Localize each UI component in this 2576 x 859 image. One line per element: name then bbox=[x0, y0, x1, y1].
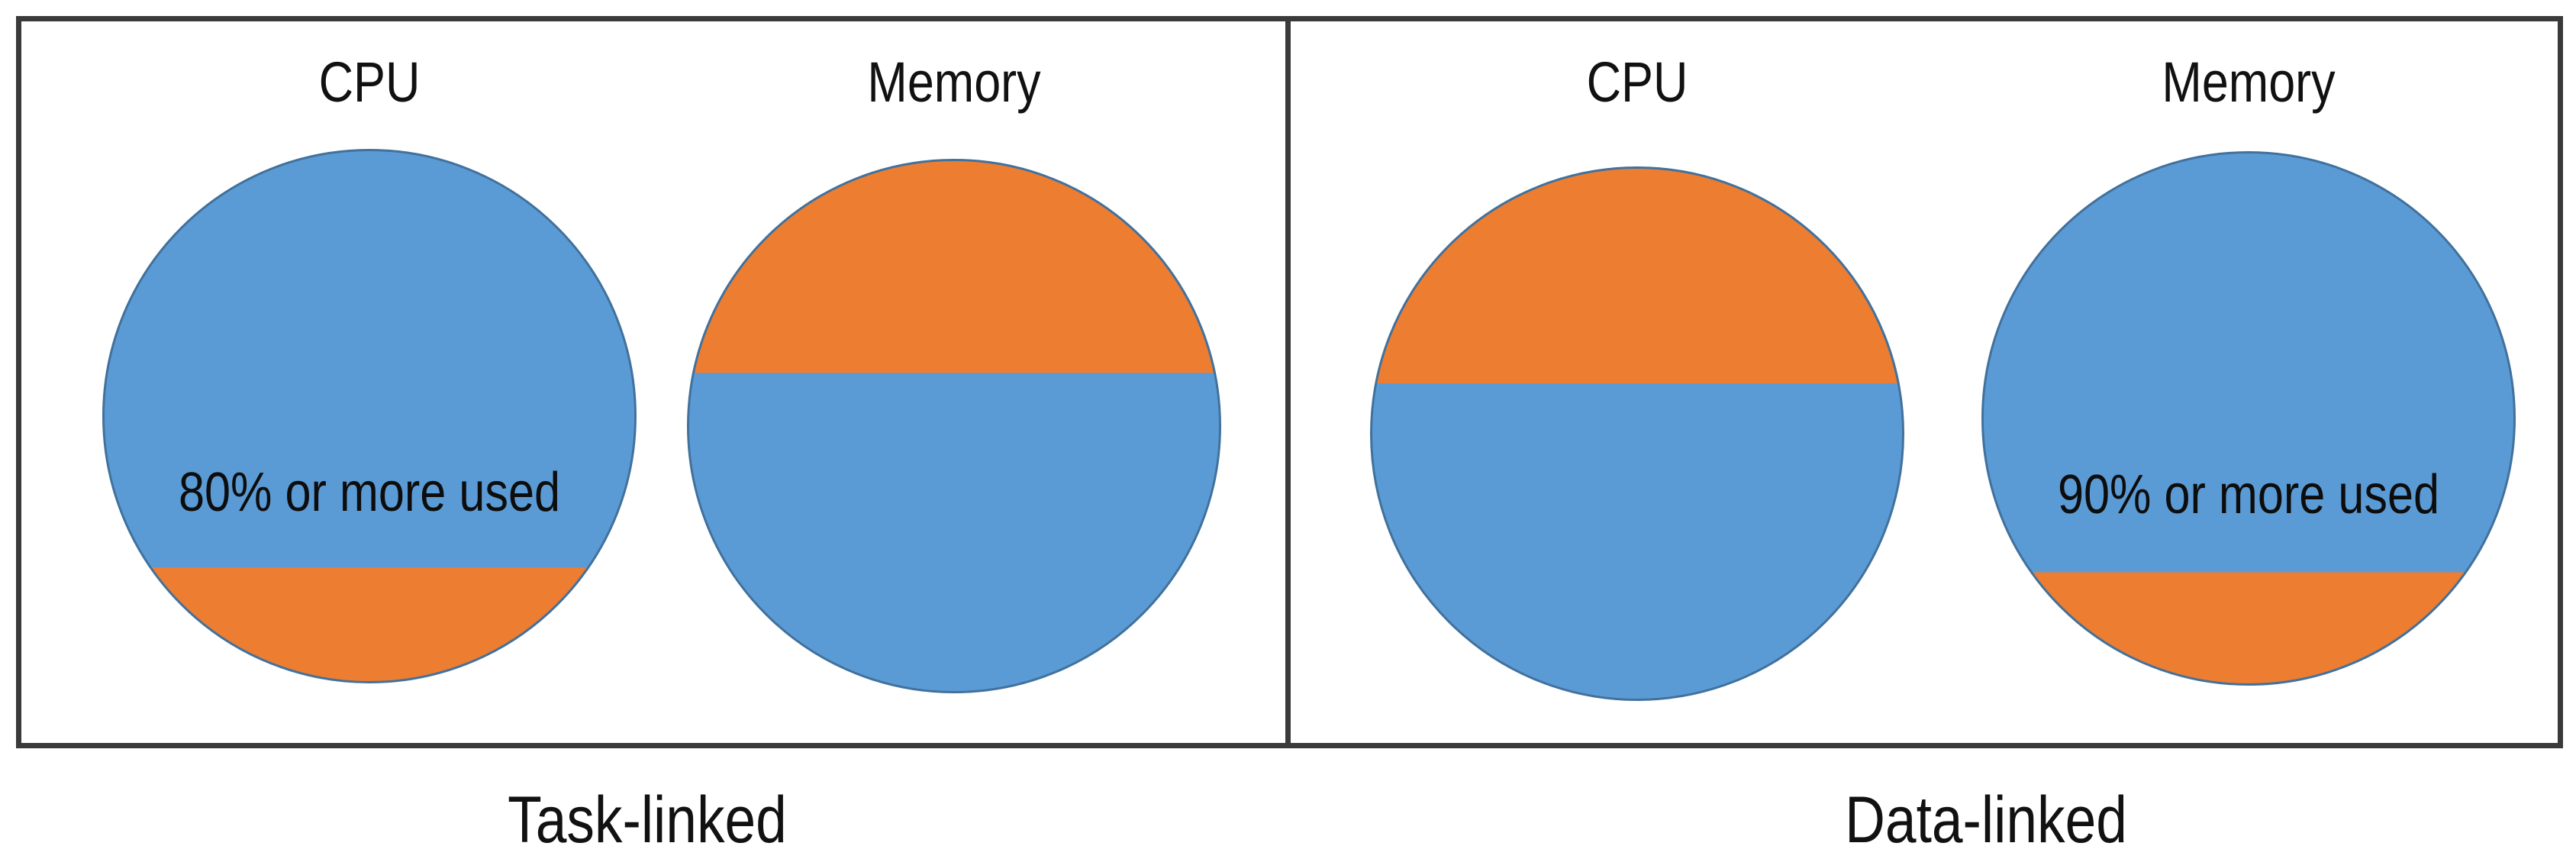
pie-title-task-cpu: CPU bbox=[318, 50, 421, 114]
caption-task-linked: Task-linked bbox=[508, 783, 787, 857]
pie-title-data-memory: Memory bbox=[2162, 50, 2336, 114]
pie-label-data-memory: 90% or more used bbox=[2057, 464, 2440, 525]
panel-divider bbox=[1285, 16, 1291, 748]
pie-task-cpu: 80% or more used bbox=[102, 149, 637, 683]
pie-data-cpu bbox=[1370, 166, 1904, 701]
pie-label-task-cpu: 80% or more used bbox=[178, 462, 561, 523]
pie-title-task-memory: Memory bbox=[867, 50, 1041, 114]
pie-title-data-cpu: CPU bbox=[1586, 50, 1688, 114]
pie-data-memory: 90% or more used bbox=[1981, 151, 2516, 686]
pie-task-memory bbox=[687, 159, 1221, 693]
caption-data-linked: Data-linked bbox=[1845, 783, 2127, 857]
